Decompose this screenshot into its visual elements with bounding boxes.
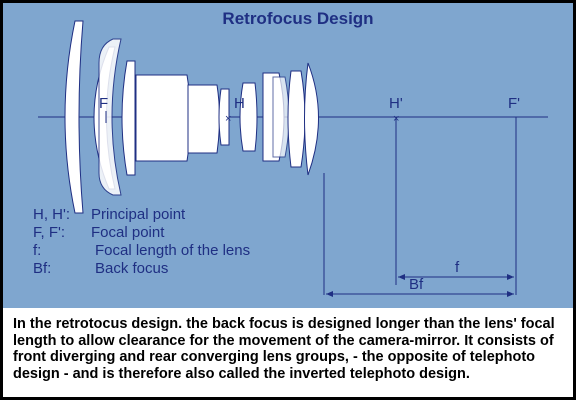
- back-focus-arrowhead-left: [326, 291, 333, 297]
- lens-element-7: [239, 82, 258, 152]
- legend-definition: Focal point: [91, 224, 165, 241]
- label-h-prime: H': [389, 95, 403, 112]
- caption-text: In the retrotocus design. the back focus…: [13, 316, 555, 382]
- lens-element-9: [287, 70, 306, 168]
- lens-diagram: × × Retrofocus Design F H H' F' f Bf H, …: [3, 3, 573, 308]
- label-focal-length: f: [455, 259, 460, 276]
- legend-definition: Focal length of the lens: [95, 242, 251, 259]
- legend-term: F, F':: [33, 224, 66, 241]
- legend-term: Bf:: [33, 260, 52, 277]
- lens-element-6: [218, 88, 230, 146]
- lens-element-3: [121, 60, 136, 176]
- label-f-prime: F': [508, 95, 521, 112]
- focal-length-arrowhead-right: [507, 274, 514, 280]
- label-h: H: [234, 95, 245, 112]
- label-back-focus: Bf: [409, 276, 424, 293]
- lens-element-4: [135, 74, 191, 162]
- back-focus-arrowhead-right: [507, 291, 514, 297]
- legend-definition: Principal point: [91, 206, 186, 223]
- legend-term: f:: [33, 242, 42, 259]
- legend-term: H, H':: [33, 206, 71, 223]
- lens-element-8b: [272, 76, 290, 158]
- caption-box: In the retrotocus design. the back focus…: [3, 308, 573, 397]
- focal-length-arrowhead-left: [398, 274, 405, 280]
- diagram-title: Retrofocus Design: [222, 9, 374, 28]
- legend-definition: Back focus: [95, 260, 169, 277]
- lens-element-2b: [98, 38, 122, 196]
- label-f: F: [99, 95, 109, 112]
- lens-element-10: [304, 62, 319, 176]
- lens-element-5: [187, 84, 220, 154]
- principal-point-mark-h: ×: [225, 113, 231, 125]
- lens-element-1: [64, 20, 84, 214]
- lens-diagram-drawing: × ×: [38, 20, 548, 297]
